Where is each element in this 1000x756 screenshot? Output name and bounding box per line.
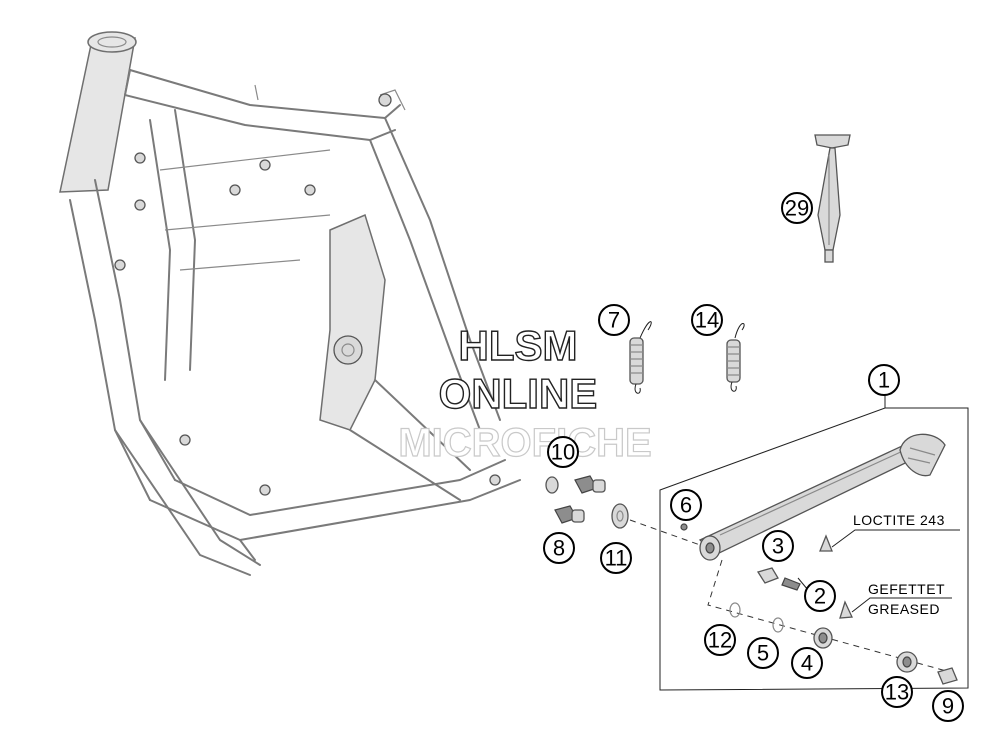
callout-1[interactable]: 1: [868, 364, 900, 396]
motorcycle-frame: [59, 31, 521, 576]
callout-6[interactable]: 6: [670, 489, 702, 521]
part-8-bolt: [554, 505, 585, 524]
callout-11[interactable]: 11: [600, 542, 632, 574]
callout-10[interactable]: 10: [547, 436, 579, 468]
svg-text:6: 6: [680, 493, 692, 518]
svg-text:2: 2: [814, 584, 826, 609]
callout-13[interactable]: 13: [881, 676, 913, 708]
svg-text:11: 11: [605, 546, 628, 571]
note-greased-de: GEFETTET: [868, 581, 945, 597]
callout-3[interactable]: 3: [762, 530, 794, 562]
svg-text:29: 29: [785, 196, 809, 221]
svg-text:8: 8: [553, 536, 565, 561]
note-loctite: LOCTITE 243: [853, 512, 945, 528]
svg-text:14: 14: [695, 308, 719, 333]
part-11-washer: [611, 503, 629, 529]
callout-8[interactable]: 8: [543, 532, 575, 564]
callout-9[interactable]: 9: [932, 690, 964, 722]
spring-7: [629, 321, 652, 394]
svg-text:13: 13: [885, 680, 909, 705]
callout-14[interactable]: 14: [691, 304, 723, 336]
svg-text:1: 1: [878, 368, 890, 393]
tool-29: [814, 134, 851, 263]
watermark-line-3: MICROFICHE: [398, 421, 651, 465]
svg-text:4: 4: [801, 651, 813, 676]
spring-14: [726, 323, 745, 392]
notes: LOCTITE 243 GEFETTET GREASED: [853, 512, 945, 617]
callout-4[interactable]: 4: [791, 647, 823, 679]
note-greased-en: GREASED: [868, 601, 940, 617]
svg-text:5: 5: [757, 641, 769, 666]
svg-text:7: 7: [608, 308, 620, 333]
callout-7[interactable]: 7: [598, 304, 630, 336]
svg-text:9: 9: [942, 694, 954, 719]
callout-5[interactable]: 5: [747, 637, 779, 669]
callouts: 1 2 3 4 5 6 7 8: [543, 192, 964, 722]
assembly-group-1: [629, 395, 969, 691]
svg-text:12: 12: [708, 628, 732, 653]
part-10-oring-and-bolt: [545, 475, 606, 494]
callout-12[interactable]: 12: [704, 624, 736, 656]
watermark-line-1: HLSM: [459, 322, 578, 369]
watermark: HLSM ONLINE MICROFICHE: [398, 321, 653, 465]
watermark-line-2: ONLINE: [439, 370, 598, 417]
callout-29[interactable]: 29: [781, 192, 813, 224]
callout-2[interactable]: 2: [804, 580, 836, 612]
svg-text:3: 3: [772, 534, 784, 559]
svg-text:10: 10: [551, 440, 575, 465]
